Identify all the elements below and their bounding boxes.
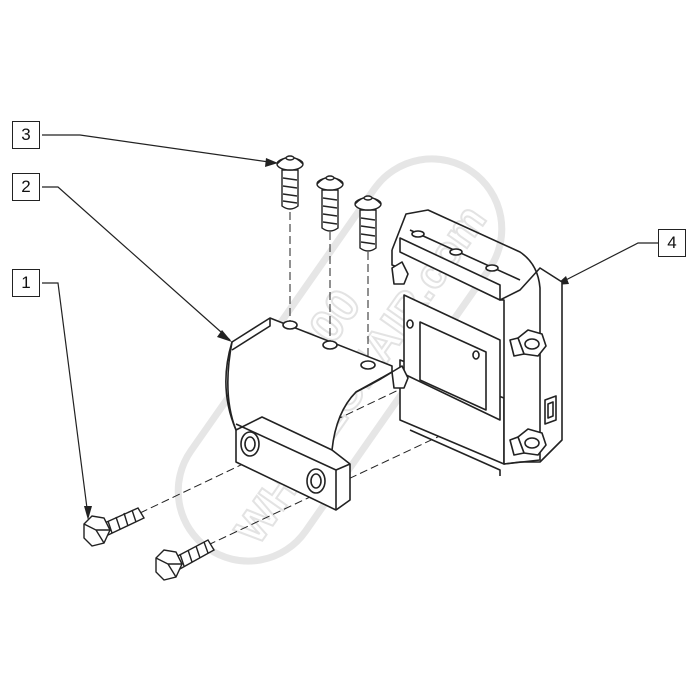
callout-2: 2 [12, 173, 40, 201]
callout-4: 4 [658, 229, 686, 257]
leader-line-4 [559, 242, 658, 284]
leader-line-1 [42, 282, 89, 517]
hex-nut-lower [509, 428, 547, 456]
callout-3: 3 [12, 121, 40, 149]
leader-line-2 [42, 186, 231, 341]
arrowhead-2 [217, 330, 232, 342]
hex-nut-left [391, 261, 409, 389]
callout-2-label: 2 [21, 177, 31, 196]
hex-bolt-1a [83, 507, 145, 547]
callout-1: 1 [12, 269, 40, 297]
clamp-block-part-2 [225, 317, 393, 511]
leader-lines [42, 134, 658, 517]
leader-arrowheads [84, 158, 569, 520]
screw-3c [354, 195, 382, 252]
callout-3-label: 3 [21, 125, 31, 144]
screw-3b [316, 175, 344, 232]
hex-bolt-1b [155, 539, 215, 581]
leader-line-3 [42, 134, 277, 164]
callout-1-label: 1 [21, 273, 31, 292]
hex-bolt-set-part-1 [83, 507, 215, 581]
screw-set-part-3 [276, 155, 382, 252]
arrowhead-1 [84, 506, 92, 520]
callout-4-label: 4 [667, 233, 677, 252]
bracket-assembly-part-4 [391, 209, 563, 476]
screw-3a [276, 155, 304, 210]
arrowhead-3 [265, 158, 278, 167]
hex-nut-upper [509, 329, 547, 357]
